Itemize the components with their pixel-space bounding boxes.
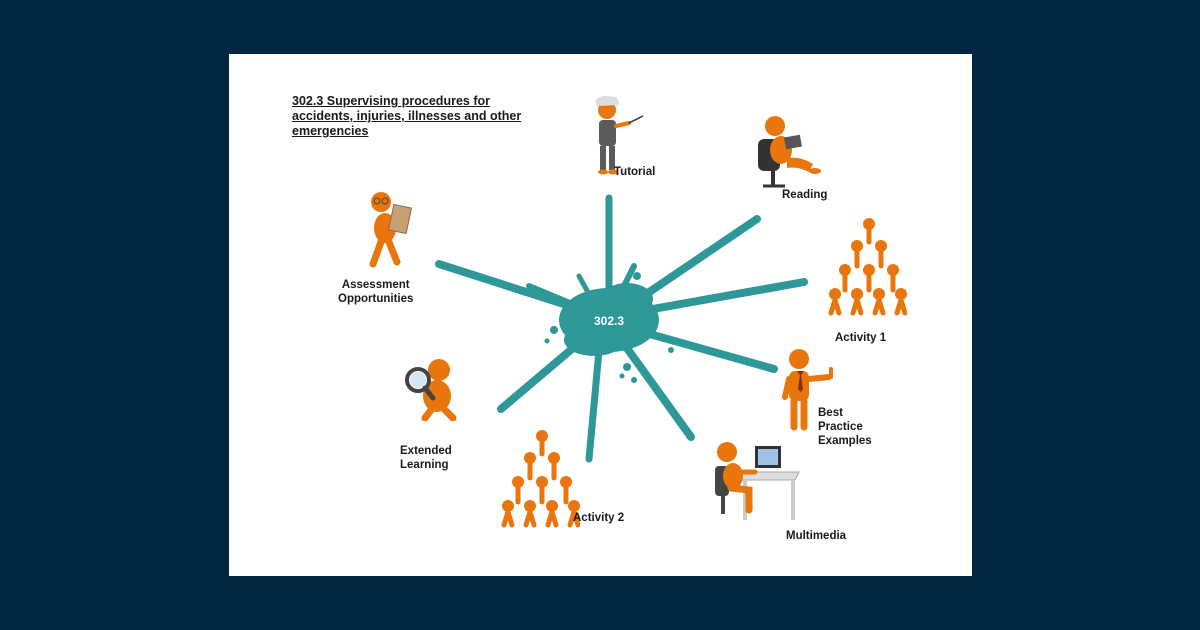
best-practice-line-2: Practice (818, 421, 863, 433)
best-practice-label: Best Practice Examples (818, 406, 872, 448)
diagram-slide: 302.3 Supervising procedures for acciden… (229, 54, 972, 576)
assessment-line-1: Assessment (341, 279, 410, 291)
central-splash: 302.3 (435, 194, 808, 463)
extended-learning-label: Extended Learning (400, 444, 452, 472)
extended-learning-magnifier-icon (405, 359, 457, 421)
extended-learning-line-1: Extended (400, 445, 452, 457)
assessment-line-2: Opportunities (338, 293, 414, 305)
extended-learning-line-2: Learning (400, 459, 449, 471)
tutorial-label: Tutorial (614, 166, 656, 178)
center-label: 302.3 (594, 314, 624, 328)
activity1-pyramid-icon (828, 218, 907, 316)
tutorial-professor-icon (595, 96, 644, 175)
best-practice-line-1: Best (818, 407, 843, 419)
reading-label: Reading (782, 189, 828, 201)
activity2-pyramid-icon (501, 430, 580, 528)
reading-person-icon (758, 116, 821, 188)
assessment-clipboard-icon (369, 192, 413, 268)
best-practice-thumbs-up-icon (782, 349, 833, 431)
assessment-label: Assessment Opportunities (338, 278, 413, 306)
multimedia-computer-icon (715, 442, 800, 520)
activity1-label: Activity 1 (835, 332, 887, 344)
best-practice-line-3: Examples (818, 435, 872, 447)
multimedia-label: Multimedia (786, 530, 847, 542)
diagram-title: 302.3 Supervising procedures for acciden… (292, 94, 522, 138)
activity2-label: Activity 2 (573, 512, 625, 524)
